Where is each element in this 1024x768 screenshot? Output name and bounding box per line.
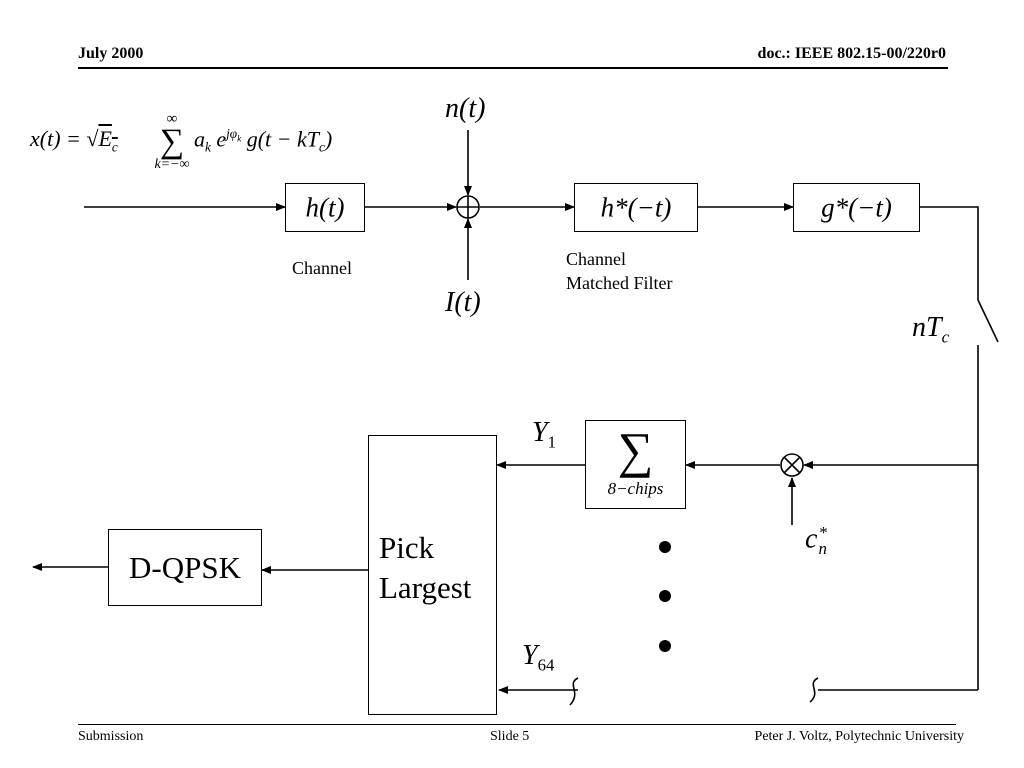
equation-sum-symbol: ∑ xyxy=(159,123,185,160)
equation-g-term: g(t − kT xyxy=(246,126,319,152)
equation-sum-bottom: k=−∞ xyxy=(154,157,190,172)
y1-label: Y1 xyxy=(532,417,556,453)
sampler-label-sub: c xyxy=(941,327,950,347)
code-label-sub: n xyxy=(818,539,827,558)
equation-sqrt-term: E xyxy=(98,126,112,151)
code-label-base: c xyxy=(805,523,818,555)
channel-block: h(t) xyxy=(285,183,365,232)
code-label-scripts: *n xyxy=(818,523,827,558)
equation-g-sub: c xyxy=(319,139,325,155)
y64-label-sub: 64 xyxy=(537,655,555,675)
y1-label-base: Y xyxy=(532,417,548,448)
dqpsk-label: D-QPSK xyxy=(129,549,241,585)
chip-filter-label: g*(−t) xyxy=(821,192,892,222)
header-date: July 2000 xyxy=(78,45,144,62)
equation-sum-top: ∞ xyxy=(166,111,178,127)
header-doc-id: doc.: IEEE 802.15-00/220r0 xyxy=(757,45,946,62)
footer-submission: Submission xyxy=(78,729,144,744)
footer-slide-number: Slide 5 xyxy=(490,729,530,744)
pick-largest-line2: Largest xyxy=(379,570,472,605)
header-rule xyxy=(78,67,948,69)
dqpsk-block: D-QPSK xyxy=(108,529,262,606)
ellipsis-dot xyxy=(659,640,671,652)
footer-rule xyxy=(78,724,956,725)
matched-filter-caption-line1: Channel xyxy=(566,249,626,269)
noise-label: n(t) xyxy=(445,93,486,124)
equation-a-sub: k xyxy=(205,139,211,155)
code-label-sup: * xyxy=(818,523,827,542)
bottom-feed-break xyxy=(809,677,819,703)
matched-filter-block: h*(−t) xyxy=(574,183,698,232)
chip-summer-block: ∑ 8−chips xyxy=(585,420,686,509)
equation-sqrt-sub: c xyxy=(111,139,118,155)
y64-label-base: Y xyxy=(522,640,538,671)
footer-author: Peter J. Voltz, Polytechnic University xyxy=(754,729,964,744)
equation-g-close: ) xyxy=(324,126,333,152)
pick-largest-block: Pick Largest xyxy=(368,435,497,715)
sampler-label-base: nT xyxy=(912,312,942,343)
equation-exp-sup-text: jφ xyxy=(226,126,238,141)
equation-a: a xyxy=(194,126,205,152)
ellipsis-dot xyxy=(659,590,671,602)
multiplier-cross-b xyxy=(783,456,801,474)
channel-caption: Channel xyxy=(292,258,352,278)
chip-summer-symbol: ∑ xyxy=(617,422,654,478)
chip-summer-sub: 8−chips xyxy=(607,479,664,498)
equation-exp-sup-sub: k xyxy=(237,133,242,144)
sampler-label: nTc xyxy=(912,312,949,348)
y64-break xyxy=(569,677,579,706)
equation-lhs: x(t) = xyxy=(30,126,87,151)
equation-rhs: ak ejφk g(t − kTc) xyxy=(194,126,332,156)
pick-largest-label: Pick Largest xyxy=(379,528,471,608)
transmit-signal-equation: x(t) = √Ec xyxy=(30,126,118,155)
chip-filter-output-wire xyxy=(920,206,979,300)
equation-sum: ∞ ∑ k=−∞ xyxy=(152,112,192,173)
channel-block-label: h(t) xyxy=(305,192,345,222)
chip-filter-block: g*(−t) xyxy=(793,183,920,232)
pick-largest-line1: Pick xyxy=(379,530,435,565)
equation-sqrt: √ xyxy=(86,126,99,151)
equation-exp-base: e xyxy=(216,126,227,152)
equation-exp-sup: jφk xyxy=(226,126,242,144)
y64-label: Y64 xyxy=(522,640,554,676)
sampler-switch xyxy=(977,299,999,343)
y1-label-sub: 1 xyxy=(547,432,556,452)
equation-sqrt-body: Ec xyxy=(98,126,118,155)
interference-label: I(t) xyxy=(445,287,481,318)
ellipsis-dot xyxy=(659,541,671,553)
matched-filter-caption-line2: Matched Filter xyxy=(566,273,673,293)
matched-filter-caption: Channel Matched Filter xyxy=(566,247,672,295)
code-label: c*n xyxy=(805,523,827,558)
matched-filter-label: h*(−t) xyxy=(600,192,672,222)
